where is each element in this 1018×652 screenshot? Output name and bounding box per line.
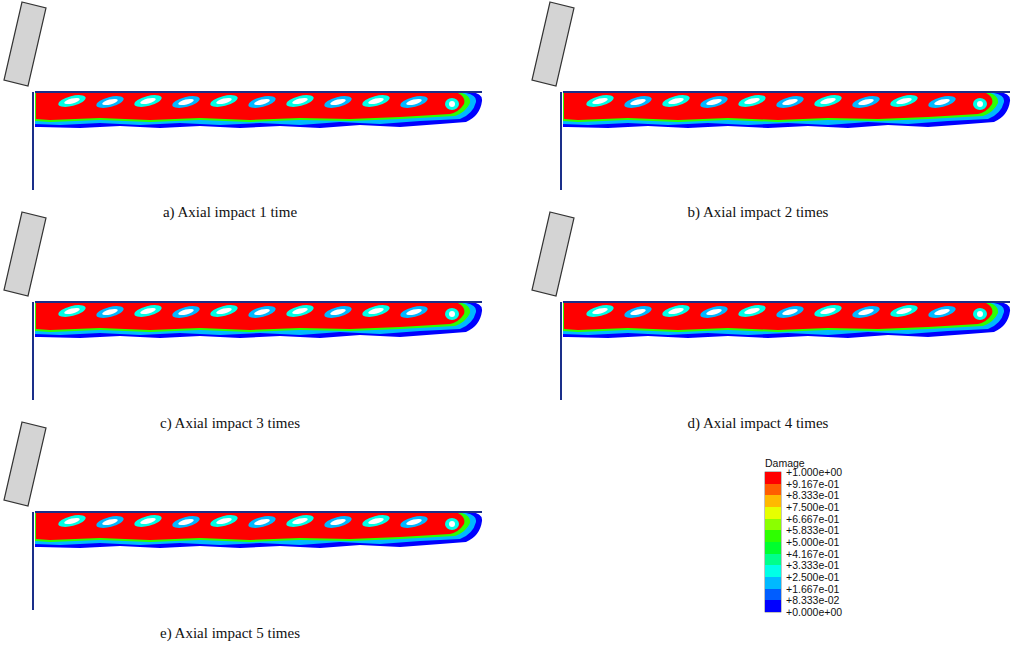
legend-swatch bbox=[765, 554, 781, 566]
legend-value: +1.667e-01 bbox=[786, 583, 839, 595]
panel-caption: e) Axial impact 5 times bbox=[160, 625, 300, 642]
legend-swatch bbox=[765, 507, 781, 519]
legend-value: +3.333e-01 bbox=[786, 559, 839, 571]
panel-caption: a) Axial impact 1 time bbox=[163, 204, 297, 221]
legend-value: +5.000e-01 bbox=[786, 536, 839, 548]
legend-swatch bbox=[765, 472, 781, 484]
panel-caption: d) Axial impact 4 times bbox=[688, 415, 829, 432]
legend-swatch bbox=[765, 530, 781, 542]
legend-value: +8.333e-02 bbox=[786, 594, 839, 606]
legend-swatch bbox=[765, 542, 781, 554]
legend-value: +7.500e-01 bbox=[786, 501, 839, 513]
legend-value: +0.000e+00 bbox=[786, 606, 842, 618]
legend-value: +6.667e-01 bbox=[786, 513, 839, 525]
legend-swatch bbox=[765, 495, 781, 507]
legend-value: +9.167e-01 bbox=[786, 478, 839, 490]
panel-caption: b) Axial impact 2 times bbox=[688, 204, 829, 221]
legend-value: +4.167e-01 bbox=[786, 548, 839, 560]
legend-value: +8.333e-01 bbox=[786, 489, 839, 501]
legend-value: +2.500e-01 bbox=[786, 571, 839, 583]
legend-swatch bbox=[765, 484, 781, 496]
panel-caption: c) Axial impact 3 times bbox=[160, 415, 300, 432]
legend-swatch bbox=[765, 589, 781, 601]
legend-swatch bbox=[765, 519, 781, 531]
legend-value: +5.833e-01 bbox=[786, 524, 839, 536]
legend-swatch bbox=[765, 565, 781, 577]
legend-swatch bbox=[765, 600, 781, 612]
legend-value: +1.000e+00 bbox=[786, 466, 842, 478]
legend-swatch bbox=[765, 577, 781, 589]
